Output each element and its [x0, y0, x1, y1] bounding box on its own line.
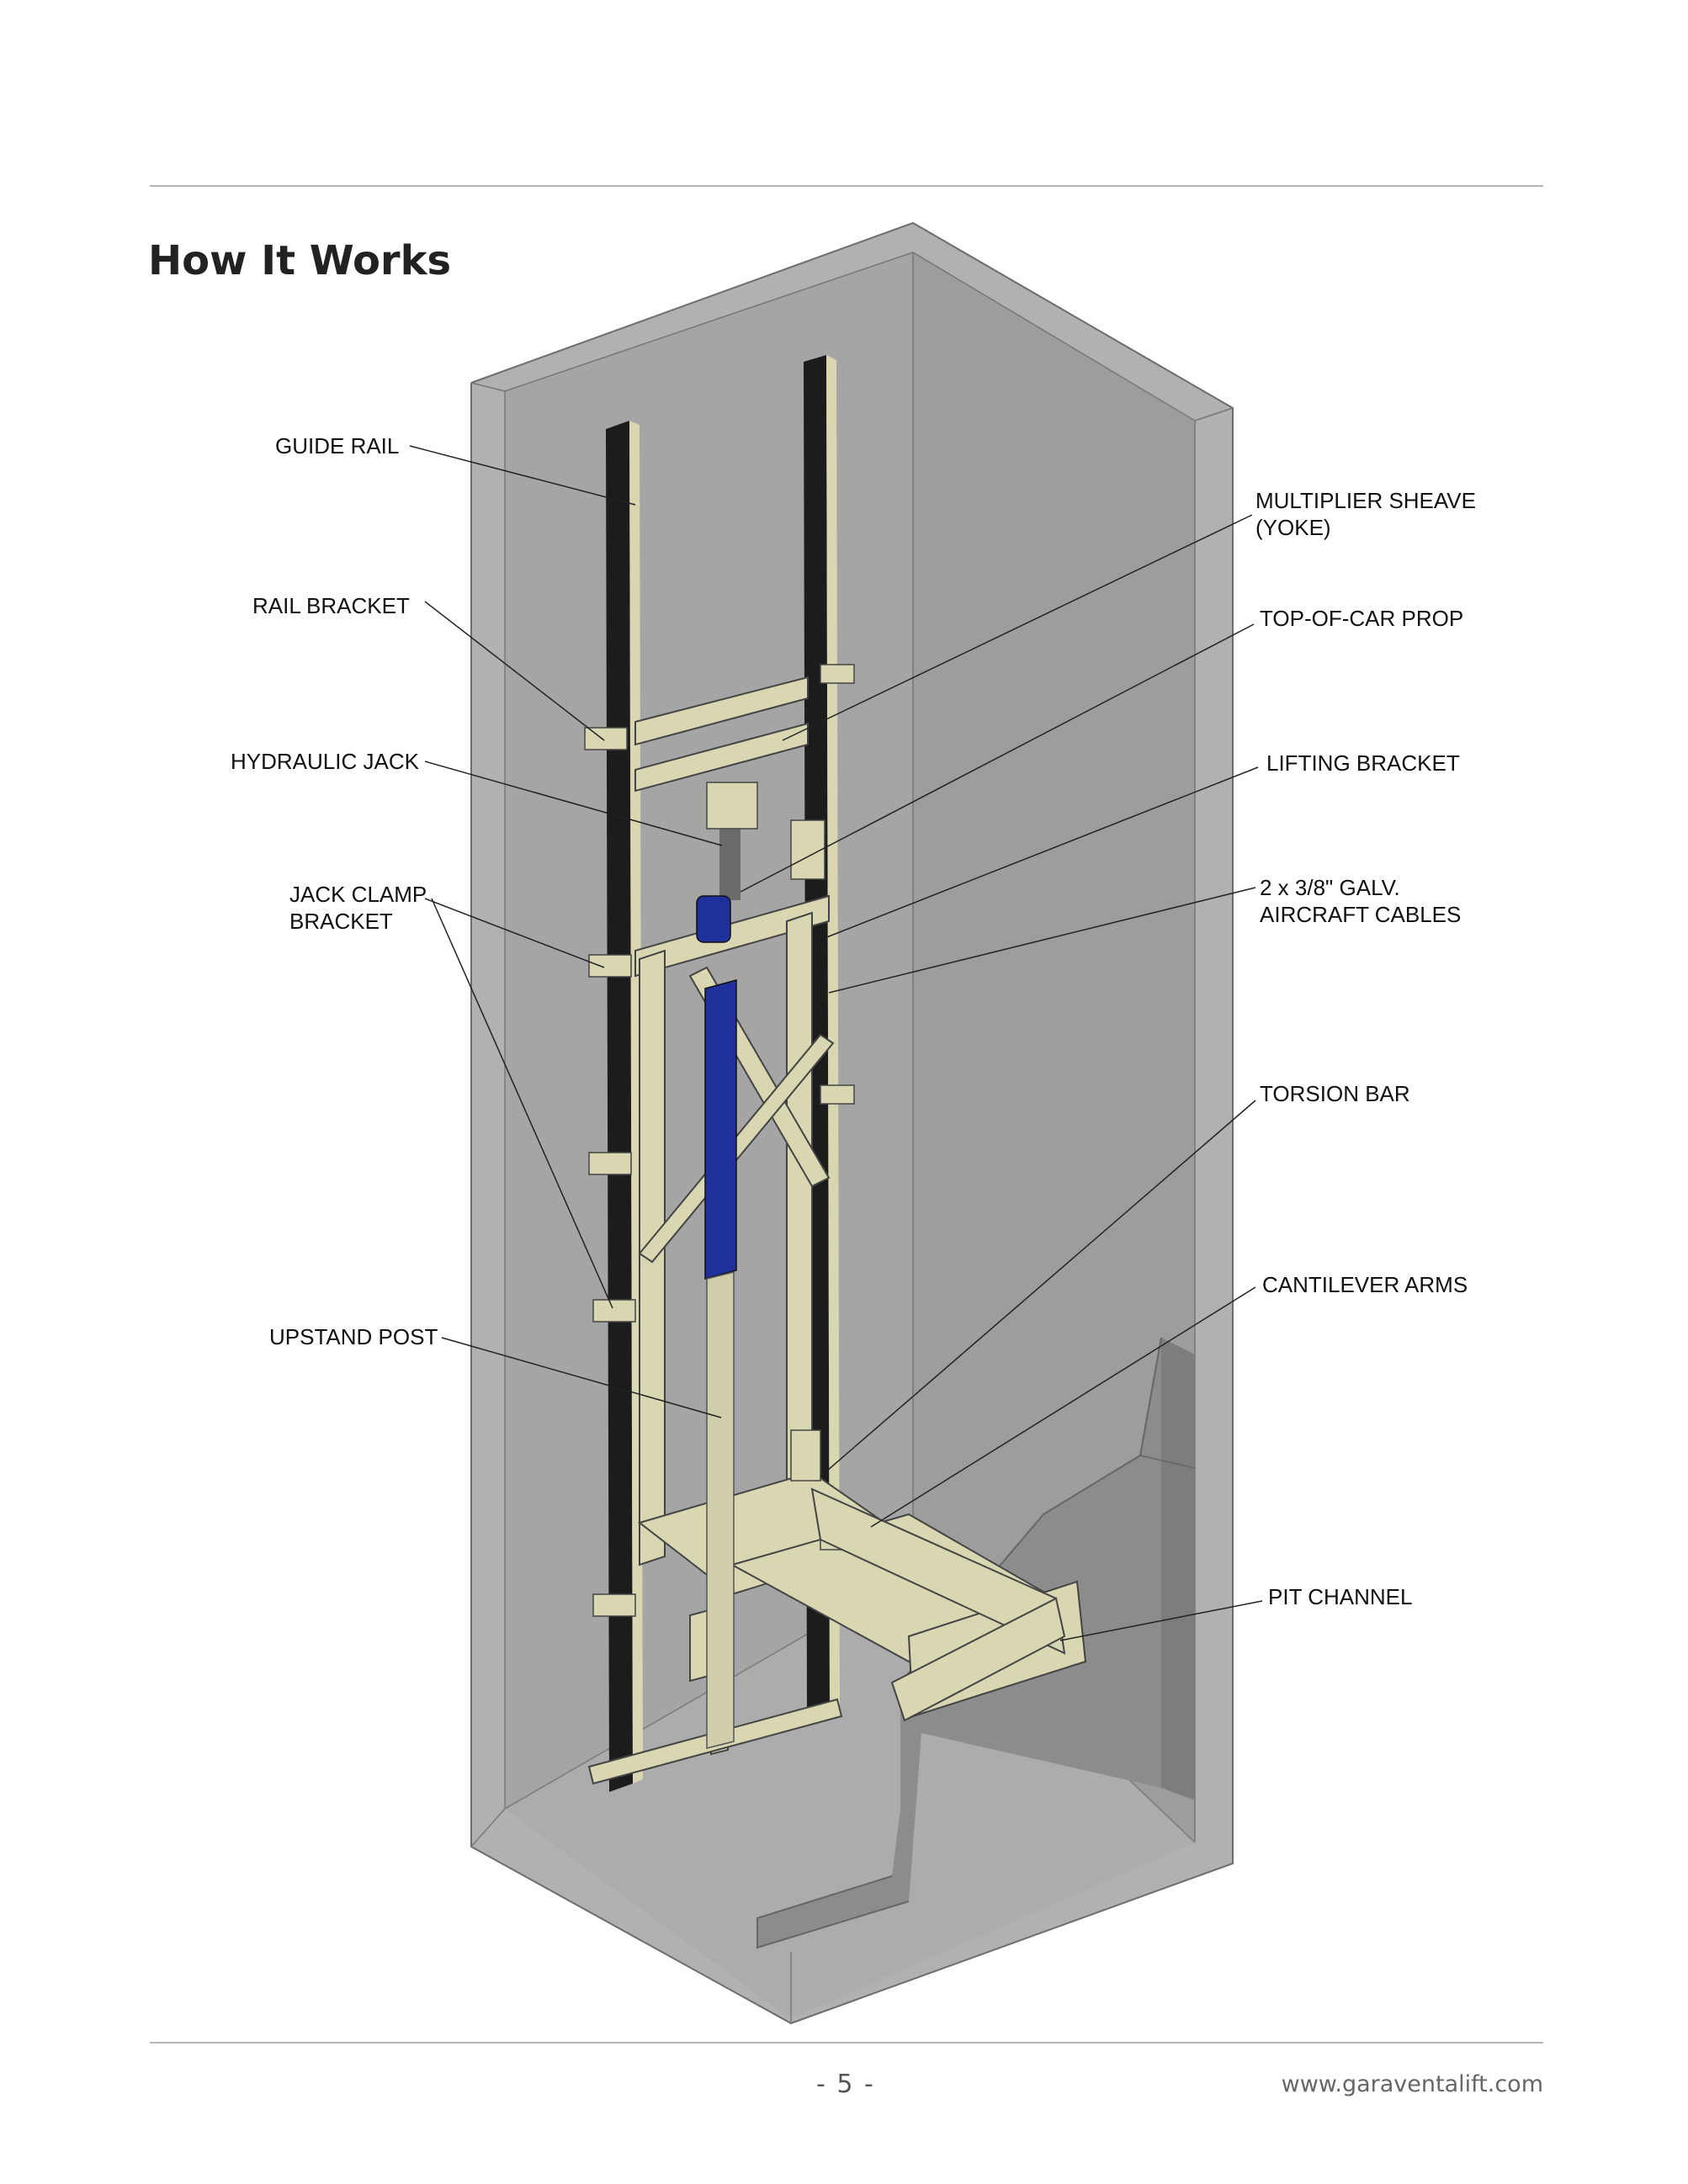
leader-lines	[409, 445, 1263, 1641]
page-number: - 5 -	[816, 2070, 875, 2099]
label-cables-line2: AIRCRAFT CABLES	[1260, 902, 1461, 927]
leader-torsion-bar	[820, 1100, 1256, 1477]
top-divider	[150, 185, 1543, 187]
label-jack-clamp-line2: BRACKET	[289, 909, 393, 934]
website-url: www.garaventalift.com	[1281, 2071, 1543, 2097]
label-cantilever-arms: CANTILEVER ARMS	[1262, 1272, 1468, 1297]
leader-cables	[828, 887, 1256, 994]
leader-jack-clamp-1	[424, 898, 605, 968]
leader-pit-channel	[1059, 1600, 1263, 1641]
label-torsion-bar: TORSION BAR	[1260, 1081, 1410, 1106]
page-title: How It Works	[148, 237, 452, 284]
leader-upstand-post	[441, 1337, 722, 1418]
leader-rail-bracket	[424, 601, 605, 741]
hydraulic-jack	[696, 782, 758, 1749]
leader-lifting-bracket	[824, 766, 1259, 939]
label-guide-rail: GUIDE RAIL	[275, 433, 399, 459]
label-rail-bracket: RAIL BRACKET	[252, 593, 410, 618]
bottom-divider	[150, 2042, 1543, 2044]
leader-multiplier	[782, 514, 1253, 741]
cantilever-arms	[810, 1487, 1066, 1722]
label-jack-clamp-line1: JACK CLAMP	[289, 882, 427, 907]
label-multiplier-line1: MULTIPLIER SHEAVE	[1255, 488, 1476, 513]
callout-labels: GUIDE RAIL RAIL BRACKET HYDRAULIC JACK J…	[231, 433, 1476, 1609]
label-upstand-post: UPSTAND POST	[269, 1324, 438, 1349]
leader-hydraulic-jack	[424, 761, 723, 846]
leader-top-of-car	[740, 623, 1255, 893]
guide-rails	[606, 355, 840, 1792]
label-top-of-car-prop: TOP-OF-CAR PROP	[1260, 606, 1463, 631]
leader-cantilever-arms	[870, 1286, 1256, 1528]
label-cables-line1: 2 x 3/8" GALV.	[1260, 875, 1400, 900]
label-hydraulic-jack: HYDRAULIC JACK	[231, 749, 420, 774]
leader-jack-clamp-2	[431, 898, 613, 1309]
label-pit-channel: PIT CHANNEL	[1268, 1584, 1412, 1609]
label-multiplier-line2: (YOKE)	[1255, 515, 1331, 540]
label-lifting-bracket: LIFTING BRACKET	[1266, 750, 1460, 776]
leader-guide-rail	[409, 445, 636, 506]
